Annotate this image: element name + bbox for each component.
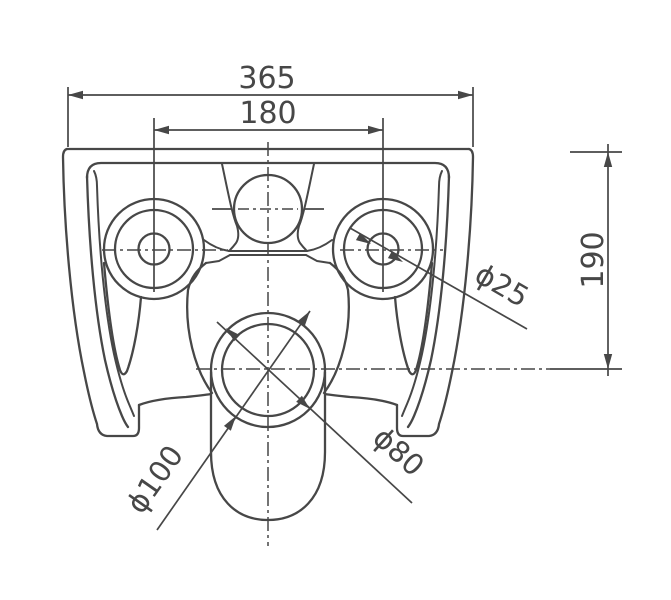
dim-overall-width-label: 365	[238, 61, 295, 96]
rim-offset-left	[93, 170, 135, 417]
arrowhead	[355, 232, 371, 244]
rim-offset-right	[401, 170, 443, 417]
dimension-height-to-outlet: 190	[550, 144, 622, 376]
leader-line-d25	[349, 227, 528, 330]
dia-25-label: ϕ25	[469, 257, 535, 314]
leader-line-d80	[216, 321, 413, 504]
pocket-step-left	[205, 254, 231, 264]
funnel-right-line	[296, 163, 315, 251]
body-bottom-edge-left	[137, 392, 213, 407]
arrowhead	[68, 90, 83, 100]
arrowhead	[154, 125, 169, 135]
centerlines	[102, 142, 550, 546]
arrowhead	[603, 152, 613, 167]
dia-80-label: ϕ80	[366, 420, 430, 483]
dimension-hole-spacing: 180	[153, 96, 384, 292]
arrowhead	[223, 416, 236, 431]
arrowhead	[296, 395, 310, 409]
left-web-edge	[186, 261, 214, 395]
dia-100-label: ϕ100	[120, 439, 191, 520]
dim-hole-spacing-label: 180	[239, 96, 296, 131]
arrowhead	[297, 311, 310, 326]
body-bottom-edge-right	[323, 392, 399, 407]
pocket-hook-left	[203, 239, 230, 252]
dimension-outlet-outer-diameter: ϕ100	[120, 310, 311, 531]
inner-rim-right	[406, 174, 451, 429]
right-v-channel	[393, 261, 434, 376]
arrowhead	[603, 354, 613, 369]
dim-height-label: 190	[576, 231, 611, 288]
pocket-step-right	[305, 254, 331, 264]
pocket-hook-right	[306, 239, 333, 252]
dimension-overall-width: 365	[67, 61, 474, 147]
body-right-wall	[395, 147, 475, 438]
arrowhead	[368, 125, 383, 135]
left-v-channel	[102, 261, 143, 376]
body-left-wall	[61, 147, 141, 438]
arrowhead	[387, 250, 403, 262]
inner-rim-left	[85, 174, 130, 429]
arrowhead	[458, 90, 473, 100]
arrowhead	[226, 328, 240, 342]
funnel-left-line	[221, 163, 240, 251]
